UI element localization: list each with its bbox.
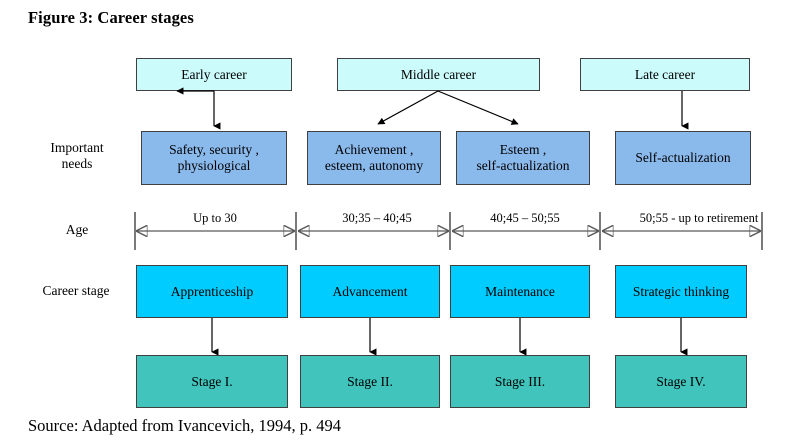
- important-needs-box-1: Safety, security , physiological: [141, 131, 287, 185]
- career-phase-box-late: Late career: [580, 58, 750, 91]
- age-range-label-1: Up to 30: [193, 211, 237, 225]
- important-needs-box-3: Esteem , self-actualization: [456, 131, 590, 185]
- row-label-career-stage: Career stage: [42, 283, 110, 298]
- row-label-age: Age: [65, 222, 89, 237]
- figure-title: Figure 3: Career stages: [28, 8, 194, 27]
- career-stage-box-2: Advancement: [300, 265, 440, 318]
- important-needs-box-4: Self-actualization: [615, 131, 751, 185]
- figure-source: Source: Adapted from Ivancevich, 1994, p…: [28, 416, 341, 435]
- important-needs-box-2: Achievement , esteem, autonomy: [307, 131, 441, 185]
- arrow-middle-career-left: [377, 90, 439, 125]
- age-range-label-2: 30;35 – 40;45: [342, 211, 412, 225]
- age-range-label-3: 40;45 – 50;55: [490, 211, 560, 225]
- career-stage-box-4: Strategic thinking: [615, 265, 747, 318]
- stage-number-box-4: Stage IV.: [615, 355, 747, 408]
- career-stage-box-3: Maintenance: [450, 265, 590, 318]
- career-phase-box-early: Early career: [136, 58, 292, 91]
- stage-number-box-3: Stage III.: [450, 355, 590, 408]
- age-range-label-4: 50;55 - up to retirement: [639, 211, 759, 225]
- career-phase-box-middle: Middle career: [337, 58, 540, 91]
- row-label-important-needs: Important needs: [50, 140, 104, 171]
- stage-number-box-2: Stage II.: [300, 355, 440, 408]
- stage-number-box-1: Stage I.: [136, 355, 288, 408]
- career-stage-box-1: Apprenticeship: [136, 265, 288, 318]
- arrow-middle-career-right: [437, 90, 519, 125]
